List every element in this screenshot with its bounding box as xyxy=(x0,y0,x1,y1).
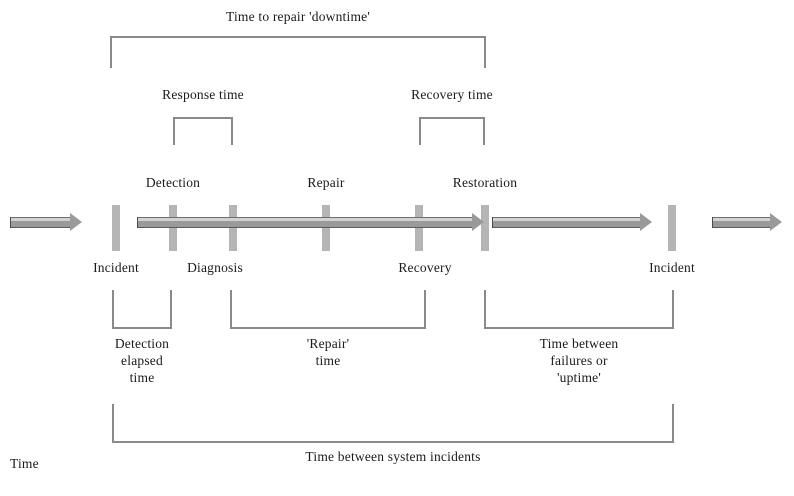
label-recovery-time: Recovery time xyxy=(411,87,493,102)
tick-detection xyxy=(169,205,177,251)
label-time-to-repair: Time to repair 'downtime' xyxy=(226,9,370,24)
label-repair-time: 'Repair' time xyxy=(306,336,350,368)
label-repair: Repair xyxy=(307,175,345,190)
label-detection-elapsed-time: Detection elapsed time xyxy=(114,336,170,385)
tick-diagnosis xyxy=(229,205,237,251)
tick-repair xyxy=(322,205,330,251)
bracket-detection-elapsed-time xyxy=(112,290,172,329)
label-detection: Detection xyxy=(145,175,201,190)
bracket-response-time xyxy=(173,117,233,145)
tick-incident-start xyxy=(112,205,120,251)
bracket-time-to-repair xyxy=(110,36,486,68)
label-time-between-failures: Time between failures or 'uptime' xyxy=(539,336,619,385)
bracket-repair-time xyxy=(230,290,426,329)
label-restoration: Restoration xyxy=(452,175,518,190)
label-incident-start: Incident xyxy=(93,260,139,275)
label-recovery: Recovery xyxy=(398,260,452,275)
label-time-axis: Time xyxy=(10,456,39,471)
label-response-time: Response time xyxy=(162,87,244,102)
bracket-time-between-failures xyxy=(484,290,674,329)
label-time-between-system-incidents: Time between system incidents xyxy=(305,449,481,464)
tick-incident-end xyxy=(668,205,676,251)
tick-restoration xyxy=(481,205,489,251)
tick-recovery xyxy=(415,205,423,251)
label-diagnosis: Diagnosis xyxy=(187,260,243,275)
bracket-time-between-system-incidents xyxy=(112,404,674,443)
bracket-recovery-time xyxy=(419,117,485,145)
label-incident-end: Incident xyxy=(649,260,695,275)
